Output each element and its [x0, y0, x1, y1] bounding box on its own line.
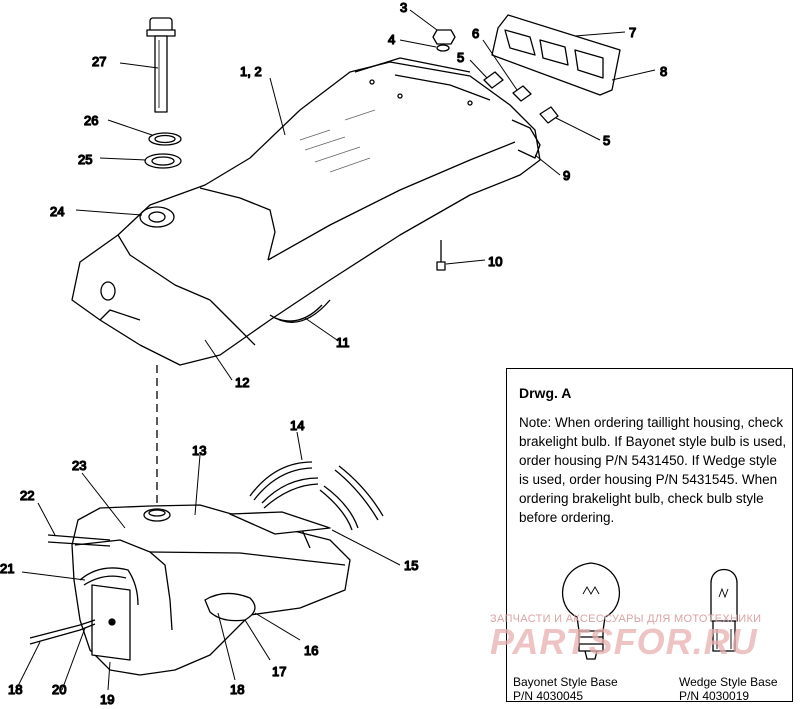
callout-1-2: 1, 2 — [240, 64, 262, 79]
callout-23: 23 — [72, 458, 86, 473]
drawing-a-inset: Drwg. A Note: When ordering taillight ho… — [506, 368, 793, 703]
callout-18b: 18 — [230, 682, 244, 697]
housing-9 — [511, 119, 541, 159]
callout-26: 26 — [84, 113, 98, 128]
bulb-5b — [539, 106, 559, 124]
washer-4 — [436, 44, 450, 52]
gasket-25 — [144, 153, 182, 169]
callout-17: 17 — [272, 664, 286, 679]
callout-5a: 5 — [457, 50, 464, 65]
wedge-pn: P/N 4030019 — [679, 689, 750, 703]
callout-16: 16 — [304, 643, 318, 658]
callout-5b: 5 — [603, 133, 610, 148]
callout-25: 25 — [78, 152, 92, 167]
callout-27: 27 — [92, 54, 106, 69]
filler-cap-27 — [146, 17, 176, 113]
screw-10 — [436, 240, 446, 271]
bulb-6 — [512, 85, 532, 102]
callout-7: 7 — [629, 25, 636, 40]
callout-11: 11 — [336, 335, 350, 350]
wedge-bulb — [710, 568, 738, 652]
hoses-14 — [249, 461, 384, 531]
callout-10: 10 — [488, 254, 502, 269]
callout-22: 22 — [20, 488, 34, 503]
seat-hood-assembly — [71, 57, 541, 366]
callout-14: 14 — [290, 418, 304, 433]
callout-4: 4 — [388, 32, 395, 47]
callout-24: 24 — [50, 204, 64, 219]
callout-19: 19 — [100, 692, 114, 707]
bayonet-bulb — [561, 562, 621, 660]
bulb-illustrations — [561, 562, 738, 660]
callout-3: 3 — [400, 0, 407, 15]
bayonet-name: Bayonet Style Base — [513, 675, 618, 689]
callout-18a: 18 — [8, 682, 22, 697]
bayonet-caption: Bayonet Style Base P/N 4030045 — [513, 675, 618, 703]
leader-lines — [15, 9, 656, 691]
sender-wire-20 — [29, 619, 96, 645]
callout-6: 6 — [472, 26, 479, 41]
drawing-a-note: Note: When ordering taillight housing, c… — [519, 415, 787, 525]
wedge-caption: Wedge Style Base P/N 4030019 — [679, 675, 778, 703]
wedge-name: Wedge Style Base — [679, 675, 778, 689]
bulb-5a — [483, 71, 504, 89]
callout-9: 9 — [563, 168, 570, 183]
gasket-26 — [148, 132, 182, 146]
callout-12: 12 — [235, 375, 249, 390]
nut-3 — [432, 29, 456, 45]
callout-8: 8 — [660, 64, 667, 79]
taillight-lens-8 — [491, 14, 621, 96]
callout-15: 15 — [404, 558, 418, 573]
drawing-a-title: Drwg. A — [519, 385, 572, 401]
vent-tube-22 — [47, 534, 111, 547]
callout-20: 20 — [52, 682, 66, 697]
bayonet-pn: P/N 4030045 — [513, 689, 584, 703]
callout-13: 13 — [192, 443, 206, 458]
fuel-tank-13 — [71, 504, 351, 676]
callout-21: 21 — [0, 561, 14, 576]
